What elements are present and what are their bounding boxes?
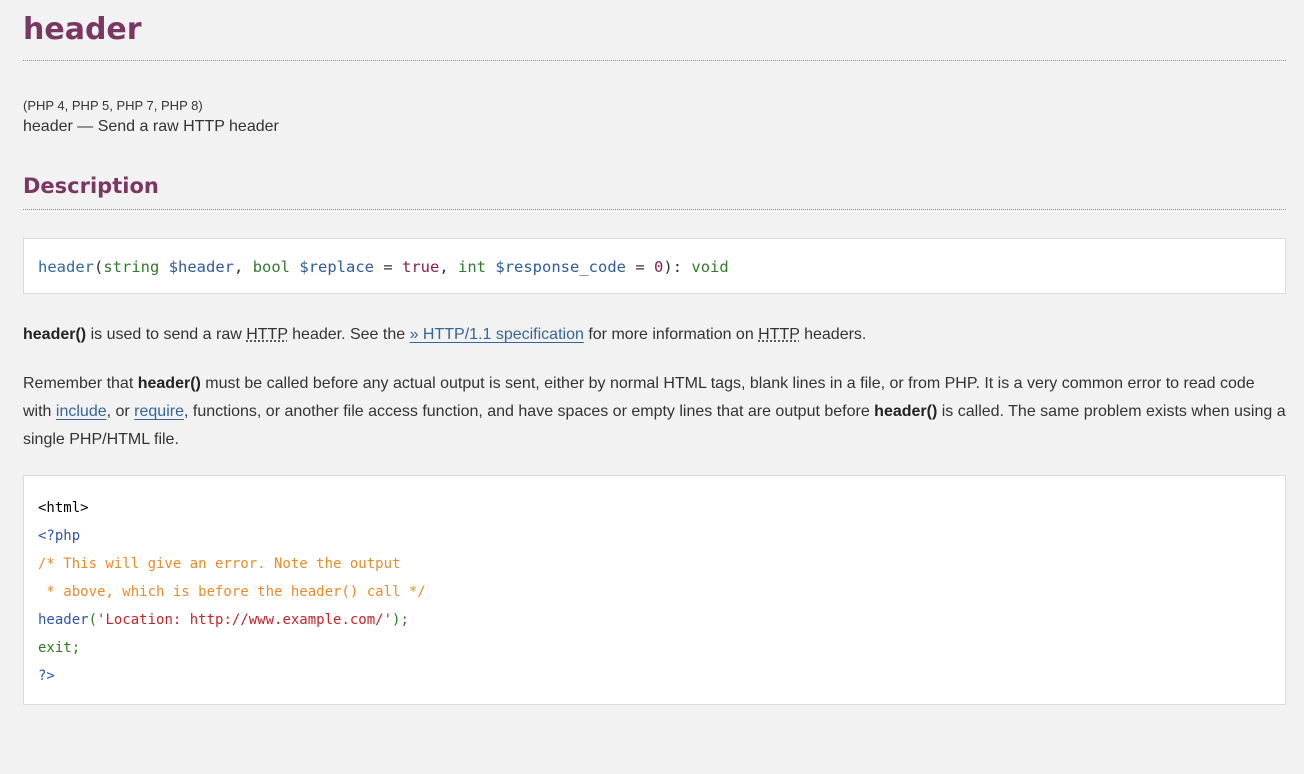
param-var: $response_code [495, 258, 627, 276]
code-line-html: <html> [38, 500, 89, 516]
page-title: header [23, 0, 1286, 61]
ref-purpose: header — Send a raw HTTP header [23, 118, 279, 135]
http-spec-link[interactable]: » HTTP/1.1 specification [409, 326, 584, 343]
code-function: header [38, 612, 89, 628]
param-type: int [458, 258, 487, 276]
synopsis-open-paren: ( [94, 258, 104, 276]
description-heading: Description [23, 172, 1286, 210]
para-text: is called. The same problem exists when … [23, 403, 1286, 448]
param-var: $header [168, 258, 235, 276]
param-default: true [402, 258, 440, 276]
manual-page: header (PHP 4, PHP 5, PHP 7, PHP 8) head… [23, 0, 1286, 705]
para-text: header. See the [287, 326, 410, 343]
code-line-header-call: header('Location: http://www.example.com… [38, 606, 1285, 634]
include-link[interactable]: include [55, 403, 107, 420]
param-equals: = [626, 258, 655, 276]
param-type: string [103, 258, 160, 276]
code-string: 'Location: http://www.example.com/' [97, 612, 393, 628]
function-ref: header() [874, 403, 938, 420]
return-type: void [691, 258, 729, 276]
code-punct: ); [392, 612, 409, 628]
code-line-php-close: ?> [38, 668, 55, 684]
php-versions: (PHP 4, PHP 5, PHP 7, PHP 8) [23, 98, 203, 113]
para-text: Remember that [23, 375, 138, 392]
method-synopsis: header(string $header, bool $replace = t… [23, 238, 1286, 294]
para-text: for more information on [583, 326, 759, 343]
http-abbr: HTTP [246, 326, 288, 343]
para-text: is used to send a raw [86, 326, 247, 343]
param-default: 0 [654, 258, 664, 276]
description-paragraph-2: Remember that header() must be called be… [23, 370, 1286, 454]
code-example: <html> <?php /* This will give an error.… [23, 475, 1286, 705]
function-ref: header() [23, 326, 87, 343]
para-text: must be called before any actual output … [23, 375, 1255, 420]
require-link[interactable]: require [134, 403, 184, 420]
synopsis-function-name: header [38, 258, 94, 276]
code-line-php-open: <?php [38, 528, 81, 544]
code-line-comment: /* This will give an error. Note the out… [38, 556, 401, 572]
param-type: bool [252, 258, 291, 276]
code-line-exit: exit; [38, 640, 81, 656]
synopsis-close: ): [663, 258, 692, 276]
function-ref: header() [137, 375, 201, 392]
code-punct: ( [88, 612, 98, 628]
param-separator: , [439, 258, 459, 276]
para-text: , functions, or another file access func… [183, 403, 875, 420]
param-equals: = [374, 258, 403, 276]
param-var: $replace [299, 258, 375, 276]
description-paragraph-1: header() is used to send a raw HTTP head… [23, 321, 1286, 349]
para-text: headers. [799, 326, 867, 343]
http-abbr: HTTP [758, 326, 800, 343]
code-line-comment: * above, which is before the header() ca… [38, 584, 426, 600]
param-separator: , [234, 258, 253, 276]
para-text: , or [106, 403, 135, 420]
